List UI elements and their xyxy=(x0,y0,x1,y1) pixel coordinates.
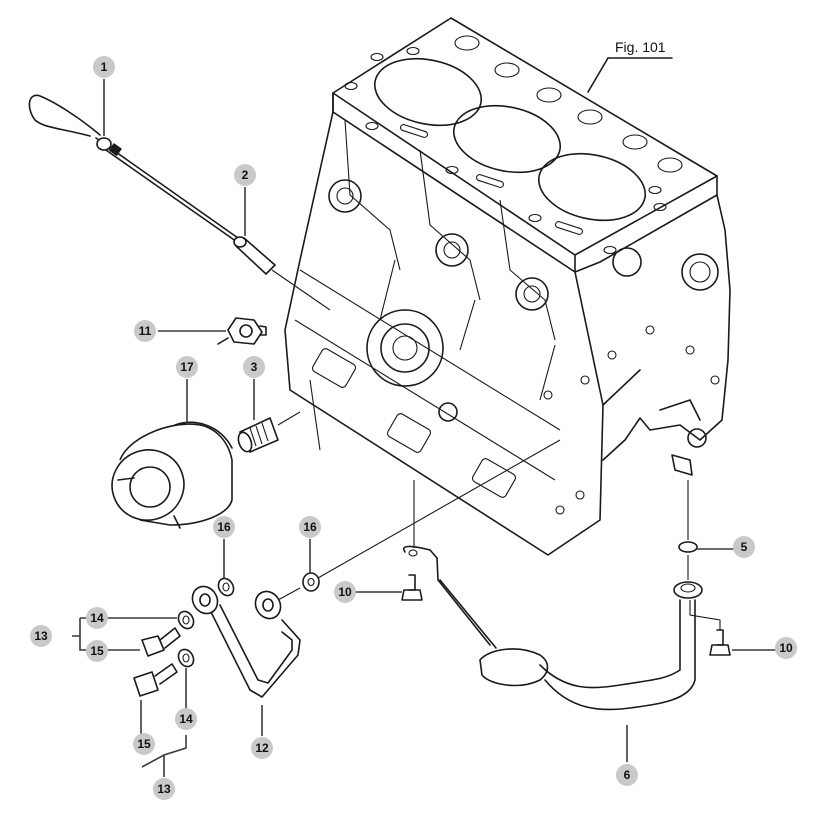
callout-17[interactable]: 17 xyxy=(176,356,198,378)
callout-14-upper[interactable]: 14 xyxy=(86,607,108,629)
oil-pipe xyxy=(191,439,561,698)
callout-1-label: 1 xyxy=(101,60,108,74)
oil-filter xyxy=(111,421,233,529)
callout-14-upper-label: 14 xyxy=(90,611,104,625)
callout-6[interactable]: 6 xyxy=(616,764,638,786)
callout-15-lower-label: 15 xyxy=(137,737,151,751)
callout-16-right[interactable]: 16 xyxy=(299,516,321,538)
callout-6-label: 6 xyxy=(624,768,631,782)
callout-16-right-label: 16 xyxy=(303,520,317,534)
callout-12[interactable]: 12 xyxy=(251,737,273,759)
callout-13-upper[interactable]: 13 xyxy=(30,625,52,647)
callout-10-right[interactable]: 10 xyxy=(775,637,797,659)
filter-nipple xyxy=(237,411,301,453)
callout-15-lower[interactable]: 15 xyxy=(133,733,155,755)
callout-11[interactable]: 11 xyxy=(134,320,156,342)
strainer-assembly xyxy=(403,480,703,711)
callout-16-left[interactable]: 16 xyxy=(213,516,235,538)
callout-15-upper[interactable]: 15 xyxy=(86,640,108,662)
callout-17-label: 17 xyxy=(180,360,194,374)
banjo-bolts xyxy=(133,627,181,697)
cylinder-block xyxy=(284,17,731,556)
washers xyxy=(177,572,320,668)
callout-2-label: 2 xyxy=(242,168,249,182)
callout-13-lower[interactable]: 13 xyxy=(153,778,175,800)
oil-pressure-switch xyxy=(217,317,267,345)
figure-label-text: Fig. 101 xyxy=(615,39,666,55)
leader-lines xyxy=(72,79,777,777)
callout-12-label: 12 xyxy=(255,741,269,755)
callout-2[interactable]: 2 xyxy=(234,164,256,186)
callout-3-label: 3 xyxy=(251,360,258,374)
callout-13-lower-label: 13 xyxy=(157,782,171,796)
callout-11-label: 11 xyxy=(139,324,152,338)
callout-10-right-label: 10 xyxy=(779,641,793,655)
dipstick xyxy=(28,94,241,245)
callout-10-left-label: 10 xyxy=(338,585,352,599)
figure-label: Fig. 101 xyxy=(587,39,673,93)
callout-13-upper-label: 13 xyxy=(34,629,48,643)
dipstick-guide xyxy=(233,236,331,311)
callout-14-lower-label: 14 xyxy=(179,712,193,726)
callout-15-upper-label: 15 xyxy=(90,644,104,658)
callout-5-label: 5 xyxy=(741,540,748,554)
callout-10-left[interactable]: 10 xyxy=(334,581,356,603)
callout-16-left-label: 16 xyxy=(217,520,231,534)
callout-5[interactable]: 5 xyxy=(733,536,755,558)
callout-3[interactable]: 3 xyxy=(243,356,265,378)
flange-bolts xyxy=(401,574,731,656)
callout-1[interactable]: 1 xyxy=(93,56,115,78)
callout-14-lower[interactable]: 14 xyxy=(175,708,197,730)
